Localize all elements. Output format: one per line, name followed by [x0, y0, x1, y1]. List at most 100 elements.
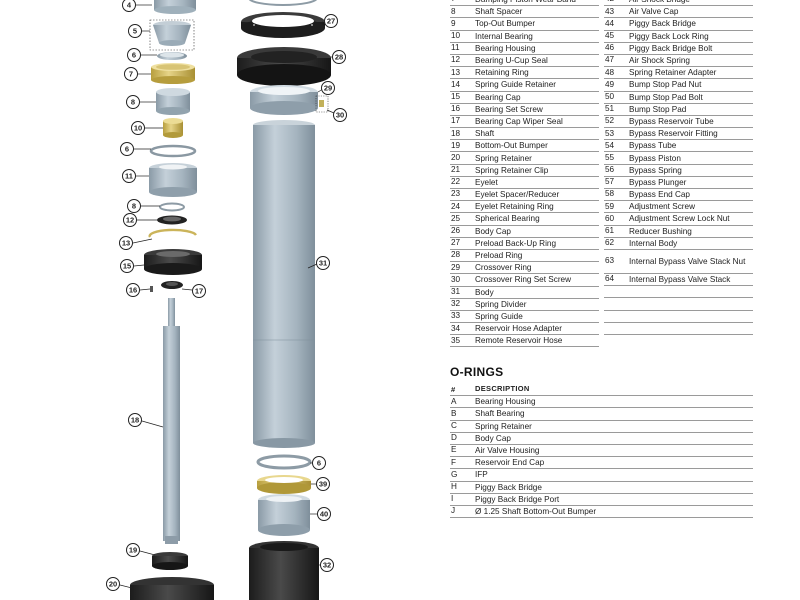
part-number: 24: [451, 201, 461, 211]
part-number: 29: [451, 262, 461, 272]
part-number: 61: [605, 226, 615, 236]
svg-text:28: 28: [335, 53, 343, 62]
part-description: Preload Ring: [475, 251, 523, 261]
callout-8a: 8: [126, 95, 140, 109]
svg-text:5: 5: [133, 27, 137, 36]
part-6-washer: [157, 52, 187, 60]
part-19-bottom-out-bumper: [152, 552, 188, 570]
part-description: Internal Bearing: [475, 31, 533, 41]
svg-text:8: 8: [131, 98, 135, 107]
svg-text:16: 16: [129, 286, 137, 295]
part-description: Reservoir End Cap: [475, 458, 545, 468]
part-18-shaft: [163, 298, 180, 544]
part-description: Eyelet: [475, 177, 498, 187]
svg-text:39: 39: [319, 480, 327, 489]
part-number: 34: [451, 323, 461, 333]
part-description: Bottom-Out Bumper: [475, 141, 548, 151]
part-description: Bearing U-Cup Seal: [475, 56, 548, 66]
callout-15: 15: [120, 259, 134, 273]
callout-6c: 6: [312, 456, 326, 470]
svg-text:20: 20: [109, 580, 117, 589]
part-description: Bearing Housing: [475, 397, 536, 407]
part-description: Eyelet Spacer/Reducer: [475, 190, 560, 200]
part-description: Bypass End Cap: [629, 190, 690, 200]
part-description: Internal Bypass Valve Stack Nut: [629, 256, 746, 266]
part-description: IFP: [475, 470, 488, 480]
part-number: 56: [605, 165, 615, 175]
table-row: 46 Piggy Back Bridge Bolt: [604, 43, 753, 55]
svg-text:32: 32: [323, 561, 331, 570]
orings-col-desc: DESCRIPTION: [475, 384, 530, 394]
callout-40: 40: [317, 507, 331, 521]
callout-31: 31: [316, 256, 330, 270]
table-row: 24 Eyelet Retaining Ring: [450, 201, 599, 214]
callout-28: 28: [332, 50, 346, 64]
leader-lines: [119, 4, 336, 589]
part-description: Eyelet Retaining Ring: [475, 202, 554, 212]
part-number: 42: [604, 0, 629, 4]
part-27-preload-backup-ring: [241, 12, 325, 38]
svg-text:40: 40: [320, 510, 328, 519]
part-8-shaft-spacer: [156, 88, 190, 115]
part-description: Piggy Back Bridge: [475, 482, 542, 492]
part-number: 32: [451, 299, 461, 309]
part-number: 45: [605, 31, 615, 41]
part-number: 30: [451, 274, 461, 284]
part-description: Shaft Spacer: [475, 7, 523, 17]
part-top-ring: [248, 0, 318, 6]
part-description: Piggy Back Bridge Bolt: [629, 43, 713, 53]
svg-text:8: 8: [132, 202, 136, 211]
parts-list-right: 42Air Shock Bridge43Air Valve Cap44Piggy…: [604, 0, 753, 335]
part-description: Reducer Bushing: [629, 226, 692, 236]
part-30-crossover-set-screw: [315, 95, 329, 113]
part-11-bearing-housing: [149, 163, 197, 197]
part-number: 47: [605, 55, 615, 65]
callout-19: 19: [126, 543, 140, 557]
table-row: [604, 323, 753, 335]
part-number: 35: [451, 335, 461, 345]
part-description: Ø 1.25 Shaft Bottom-Out Bumper: [475, 506, 597, 516]
part-description: Body: [475, 287, 494, 297]
svg-text:31: 31: [319, 259, 327, 268]
part-description: Air Shock Spring: [629, 56, 690, 66]
orings-col-num: #: [451, 384, 456, 394]
part-description: Crossover Ring: [475, 263, 532, 273]
svg-text:30: 30: [336, 111, 344, 120]
callout-13: 13: [119, 236, 133, 250]
part-number: 46: [605, 43, 615, 53]
part-number: G: [451, 469, 458, 479]
callout-4: 4: [122, 0, 136, 12]
part-number: 64: [605, 274, 615, 284]
svg-text:13: 13: [122, 239, 130, 248]
part-number: B: [451, 408, 457, 418]
part-number: 12: [451, 55, 461, 65]
part-description: Internal Body: [629, 238, 678, 248]
callout-16: 16: [126, 283, 140, 297]
part-description: Spring Guide: [475, 311, 523, 321]
callout-5: 5: [128, 24, 142, 38]
svg-text:4: 4: [127, 1, 132, 10]
